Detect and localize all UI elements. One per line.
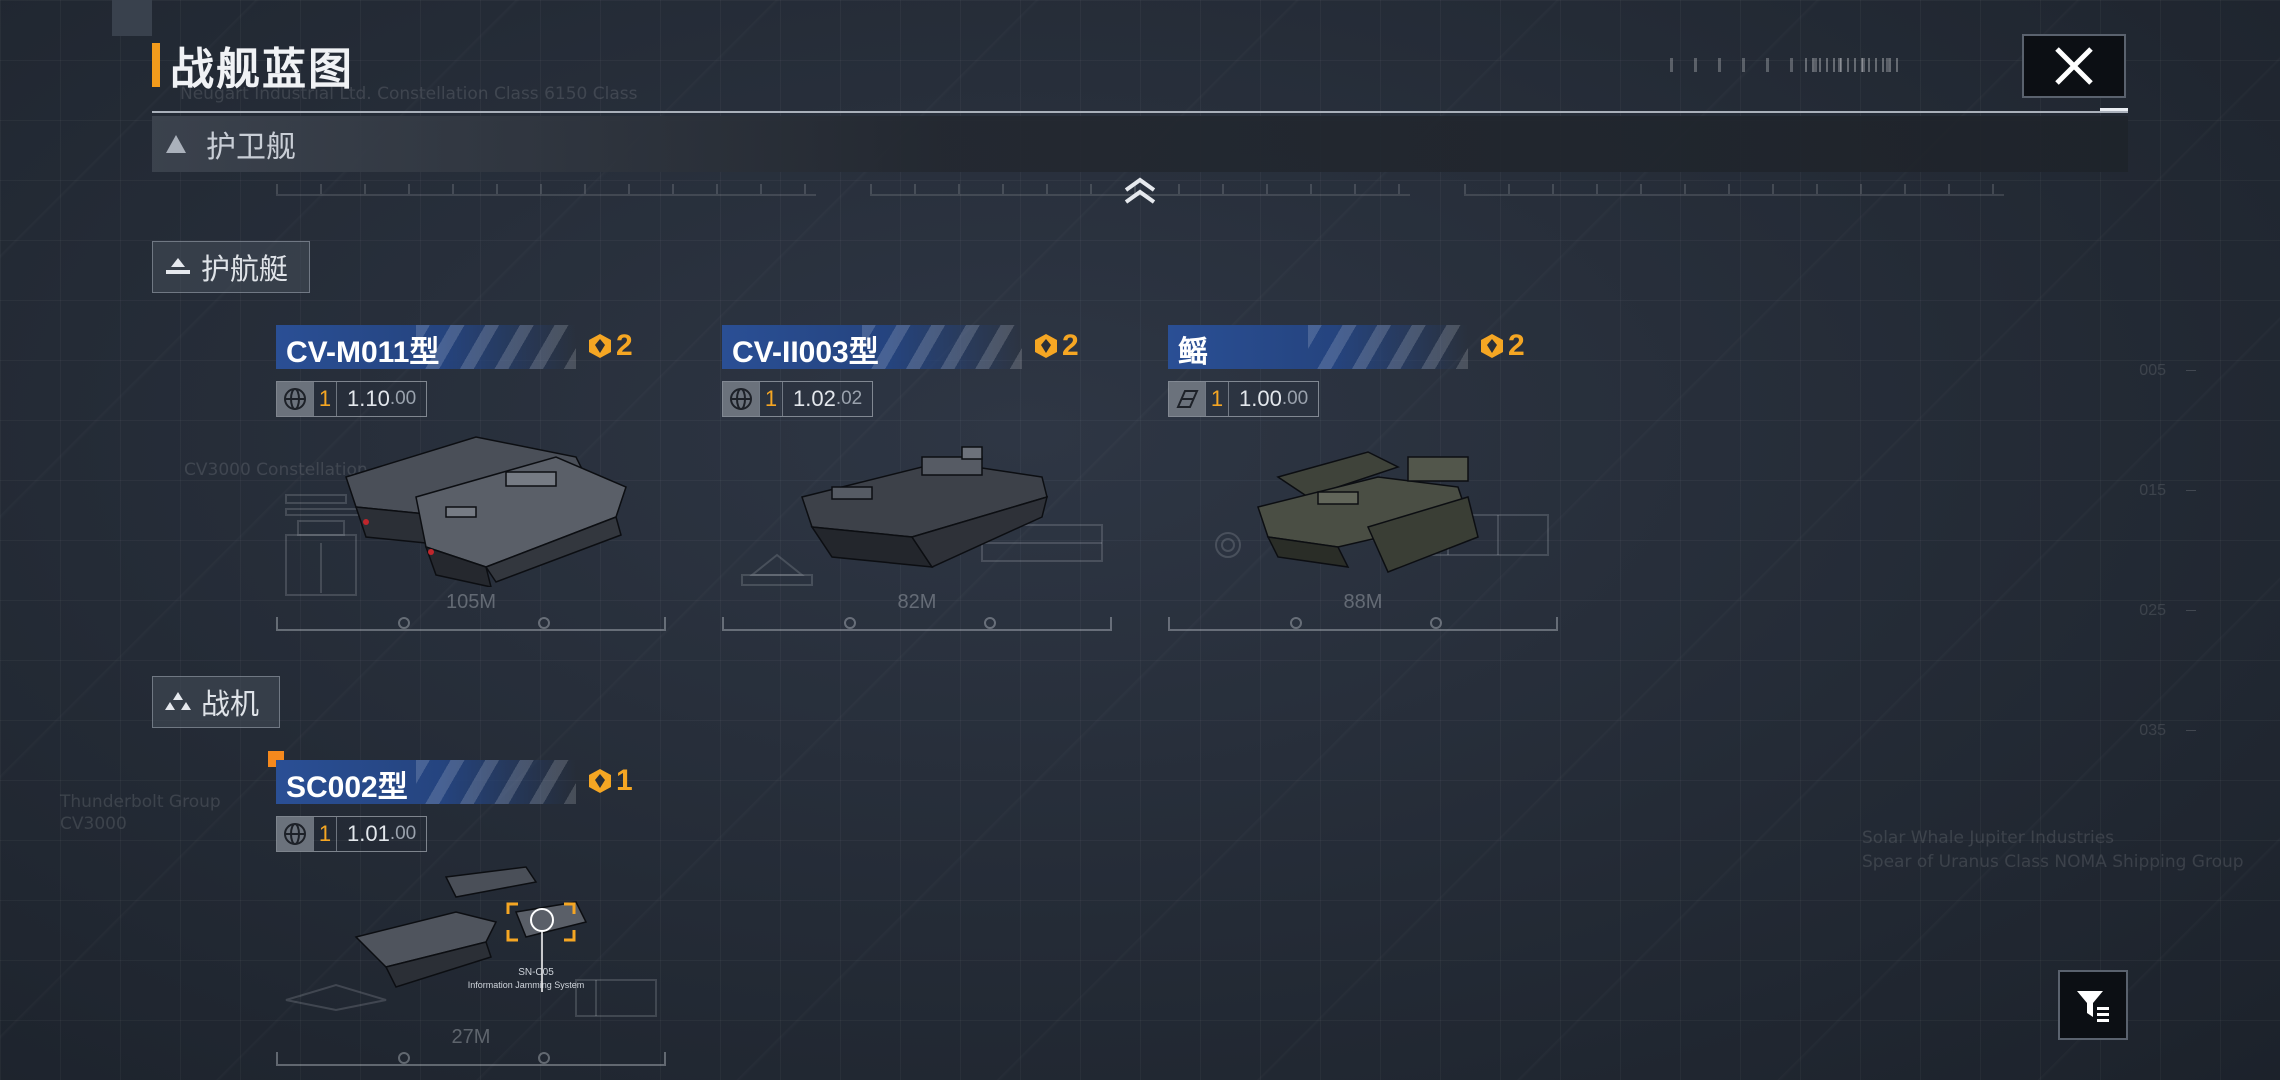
rank-badge: 2 [586, 329, 633, 363]
ship-model [345, 436, 627, 587]
card-banner [722, 325, 1022, 369]
background-text: Thunderbolt Group [60, 792, 221, 812]
ship-model [354, 866, 588, 992]
rank-emblem-icon [1481, 334, 1503, 358]
collapse-chevron-icon[interactable] [1122, 176, 1158, 206]
annotation-label: Information Jamming System [467, 980, 585, 990]
ship-level: 1 [1205, 382, 1228, 416]
card-base-ruler [276, 617, 666, 631]
scale-label: 015 [2139, 482, 2166, 499]
ship-version: 1.02.02 [782, 382, 872, 416]
background-text: Neugart Industrial Ltd. Constellation Cl… [180, 84, 638, 104]
rank-emblem-icon [589, 334, 611, 358]
ship-version: 1.10.00 [336, 382, 426, 416]
ship-card-ray[interactable]: 鳐 2 1 1.00.00 88M [1168, 325, 1558, 637]
ship-stats: 1 1.00.00 [1168, 381, 1320, 417]
ship-model [1257, 451, 1479, 573]
scale-label: 035 [2139, 722, 2166, 739]
ship-name: SC002型 [286, 771, 408, 804]
ship-name: 鳐 [1178, 336, 1208, 369]
ship-level: 1 [759, 382, 782, 416]
ship-length: 105M [445, 591, 497, 613]
rank-emblem-icon [1035, 334, 1057, 358]
ship-version: 1.00.00 [1228, 382, 1318, 416]
ship-length: 27M [451, 1026, 491, 1048]
scale-label: 005 [2139, 362, 2166, 379]
ship-name: CV-II003型 [732, 336, 879, 369]
rank-badge: 1 [586, 764, 633, 798]
card-base-ruler [276, 1052, 666, 1066]
filter-icon [2077, 991, 2109, 1022]
rank-badge: 2 [1478, 329, 1525, 363]
section-header-escort: 护航艇 [152, 241, 310, 293]
triangle-up-icon [166, 135, 186, 153]
decorative-ruler [870, 176, 1410, 196]
ship-version: 1.01.00 [336, 817, 426, 851]
section-label: 战机 [201, 687, 260, 721]
decorative-ruler [1464, 176, 2004, 196]
ship-stats: 1 1.01.00 [276, 816, 428, 852]
card-base-ruler [722, 617, 1112, 631]
ship-name: CV-M011型 [286, 336, 440, 369]
card-base-ruler [1168, 617, 1558, 631]
annotation-label: SN-C05 [518, 967, 554, 978]
background-text: CV3000 [60, 814, 127, 834]
ship-card-cv-m011[interactable]: CV-M011型 2 1 1.10.00 105M [276, 325, 666, 637]
card-banner [276, 760, 576, 804]
rank-value: 2 [616, 329, 633, 362]
decorative-ticks [1670, 58, 1900, 72]
filter-button[interactable] [2058, 970, 2128, 1040]
card-banner [1168, 325, 1468, 369]
scale-label: 025 [2139, 602, 2166, 619]
header-divider [152, 111, 2128, 113]
background-text: Solar Whale Jupiter Industries [1862, 828, 2115, 848]
globe-icon [277, 817, 313, 851]
section-header-fighters: 战机 [152, 676, 280, 728]
category-bar[interactable]: 护卫舰 [152, 116, 2128, 172]
faction-icon [1169, 382, 1205, 416]
header-divider-cap [2100, 108, 2128, 111]
ship-stats: 1 1.02.02 [722, 381, 874, 417]
rank-value: 1 [616, 764, 633, 797]
corner-mark [112, 0, 152, 36]
ship-level: 1 [313, 382, 336, 416]
category-label: 护卫舰 [206, 130, 296, 165]
section-label: 护航艇 [201, 252, 289, 286]
rank-value: 2 [1062, 329, 1079, 362]
background-text: CV3000 Constellation [184, 460, 368, 480]
ship-stats: 1 1.10.00 [276, 381, 428, 417]
side-scale: 005 015 025 035 [2139, 330, 2196, 780]
card-banner [276, 325, 576, 369]
title-accent [152, 43, 160, 87]
fighter-squadron-icon [165, 692, 191, 710]
close-icon [2055, 47, 2093, 85]
globe-icon [277, 382, 313, 416]
ship-model [801, 446, 1049, 568]
rank-value: 2 [1508, 329, 1525, 362]
rank-badge: 2 [1032, 329, 1079, 363]
page-title: 战舰蓝图 [170, 44, 354, 95]
ship-length: 88M [1343, 591, 1383, 613]
ship-card-sc002[interactable]: SC002型 1 1 1.01.00 SN-C05 [276, 760, 666, 1072]
globe-icon [723, 382, 759, 416]
background-text: Spear of Uranus Class NOMA Shipping Grou… [1862, 852, 2244, 872]
rank-emblem-icon [589, 769, 611, 793]
page-title-bar: 战舰蓝图 [152, 38, 354, 95]
decorative-ruler [276, 176, 816, 196]
ship-level: 1 [313, 817, 336, 851]
decorative-ticks [1805, 58, 1900, 72]
escort-boat-icon [166, 258, 190, 274]
close-button[interactable] [2022, 34, 2126, 98]
ship-card-cv-ii003[interactable]: CV-II003型 2 1 1.02.02 82M [722, 325, 1112, 637]
ship-length: 82M [897, 591, 937, 613]
